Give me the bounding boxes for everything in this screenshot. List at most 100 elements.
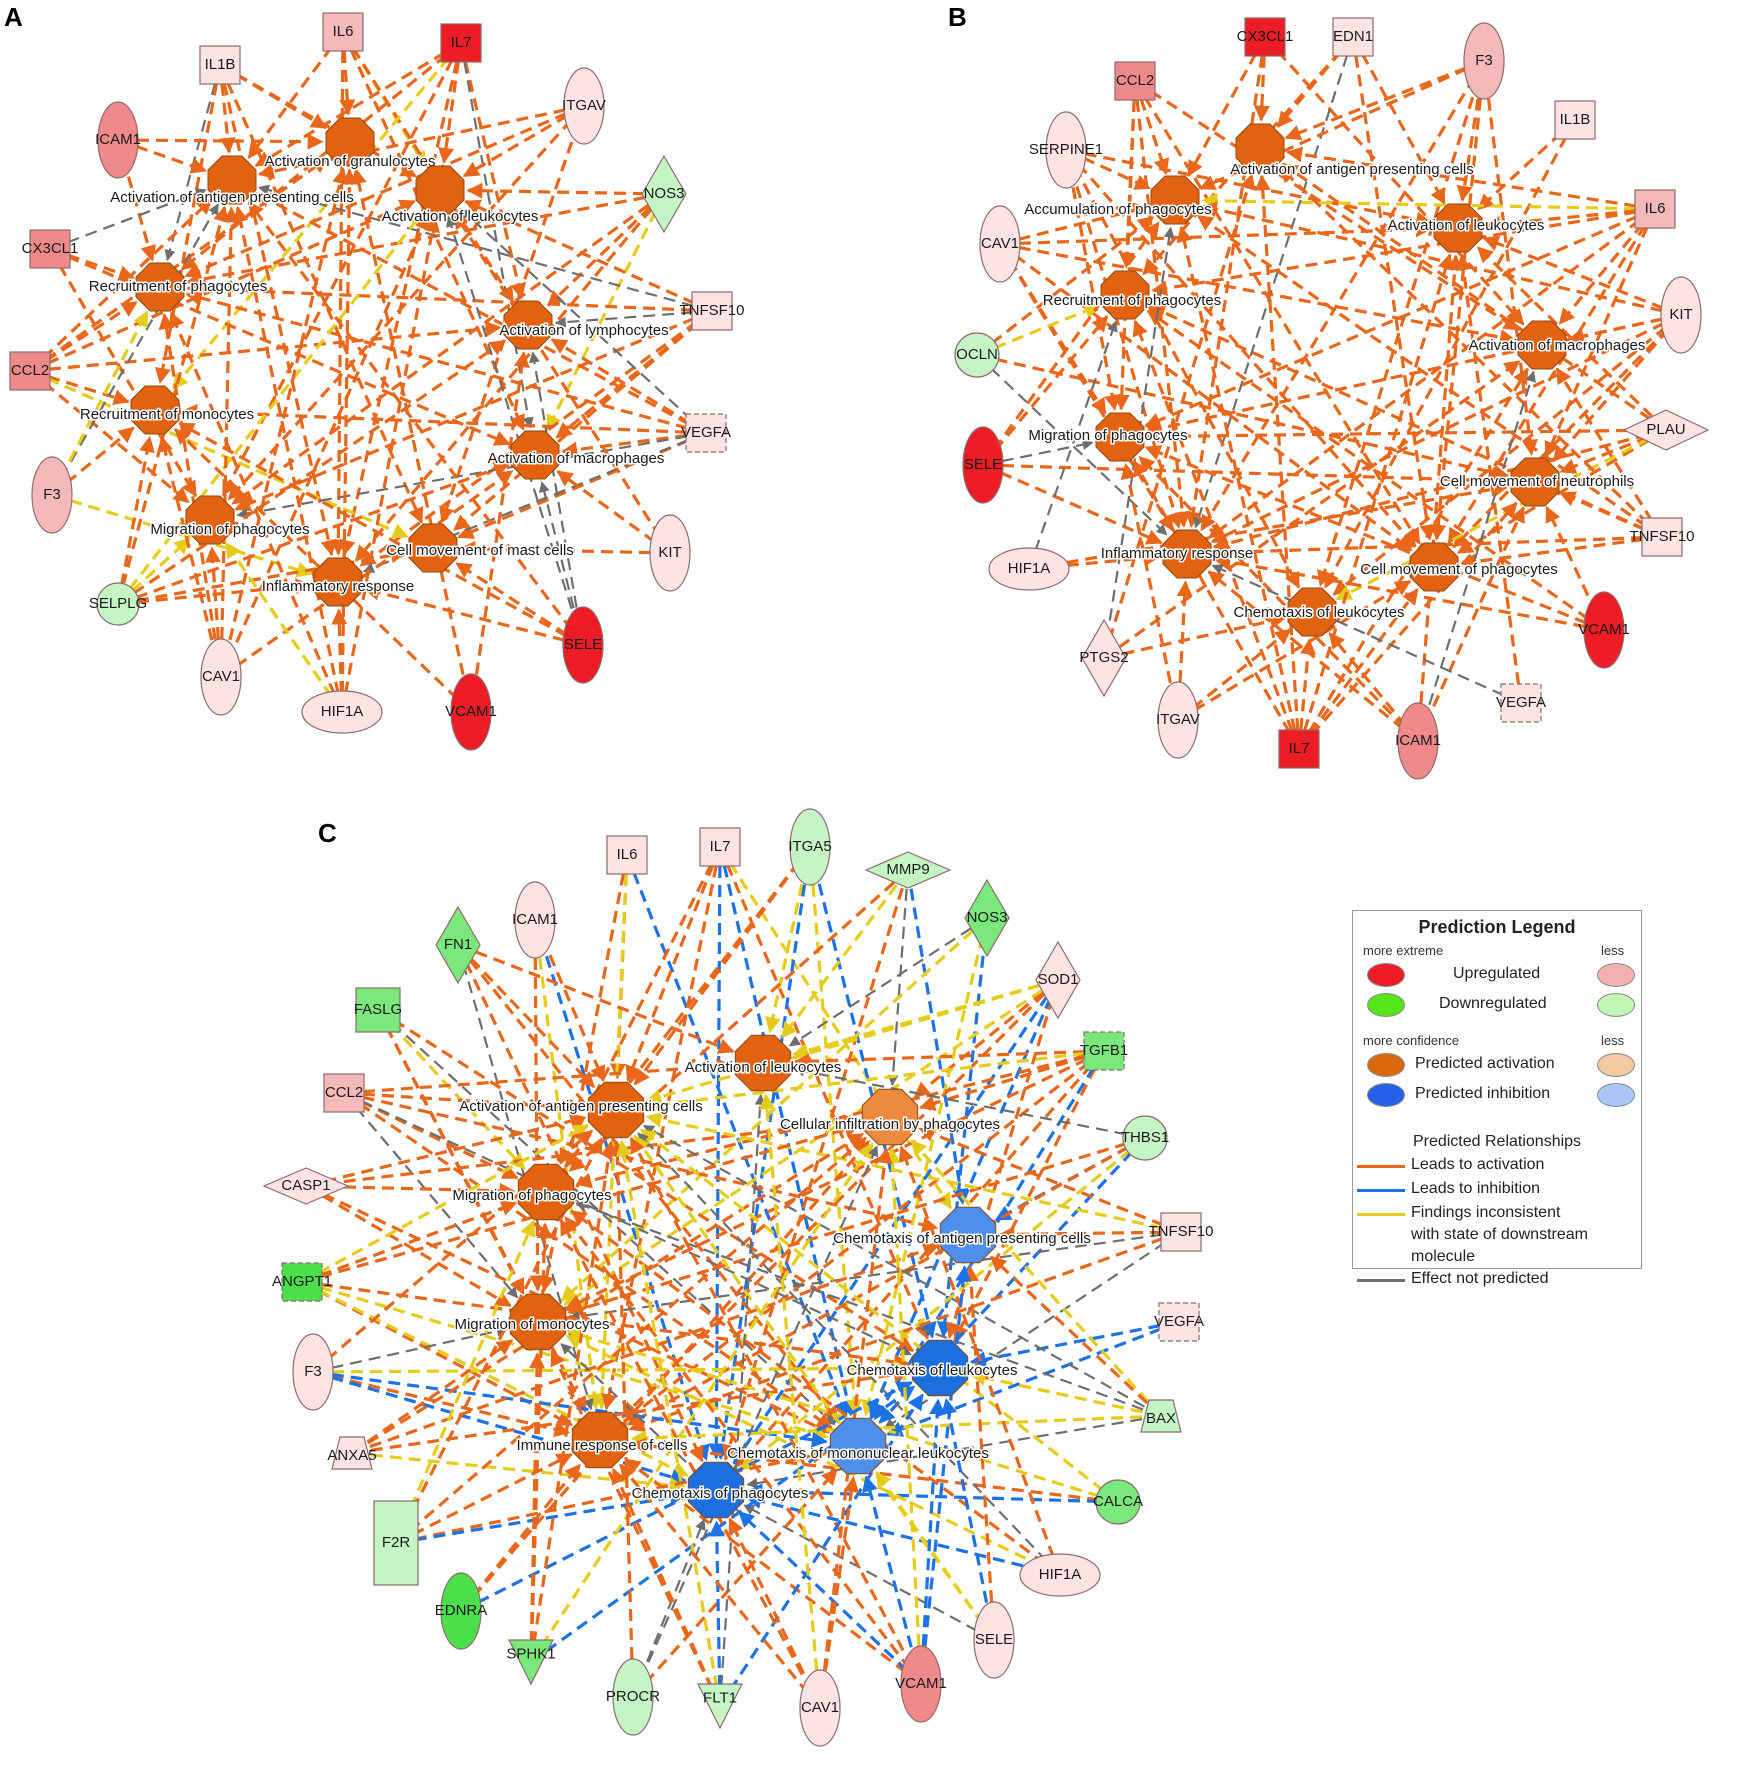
molecule-node-b-edn1[interactable]: EDN1 <box>1332 17 1374 57</box>
molecule-node-c-f2r[interactable]: F2R <box>373 1500 419 1586</box>
molecule-node-c-anxa5[interactable]: ANXA5 <box>327 1436 377 1470</box>
molecule-node-c-calca[interactable]: CALCA <box>1093 1479 1143 1525</box>
molecule-node-b-ptgs2[interactable]: PTGS2 <box>1079 618 1129 698</box>
function-node-b-macrophages[interactable]: Activation of macrophages <box>1467 320 1647 370</box>
molecule-node-a-itgav[interactable]: ITGAV <box>562 67 606 145</box>
molecule-node-b-kit[interactable]: KIT <box>1660 276 1702 354</box>
molecule-node-b-tnfsf10[interactable]: TNFSF10 <box>1629 517 1695 557</box>
edge-panel-c-43 <box>376 1008 526 1170</box>
function-node-c-chemo-leuk[interactable]: Chemotaxis of leukocytes <box>845 1339 1019 1397</box>
function-node-b-leukocytes[interactable]: Activation of leukocytes <box>1386 203 1546 253</box>
function-node-a-recruit-mono[interactable]: Recruitment of monocytes <box>78 385 256 435</box>
function-node-a-inflam[interactable]: Inflammatory response <box>260 557 416 607</box>
molecule-node-c-il7[interactable]: IL7 <box>699 827 741 867</box>
molecule-node-a-il6[interactable]: IL6 <box>322 12 364 52</box>
molecule-node-a-sele[interactable]: SELE <box>562 606 604 684</box>
molecule-node-a-icam1[interactable]: ICAM1 <box>95 101 141 179</box>
molecule-node-c-icam1[interactable]: ICAM1 <box>512 881 558 959</box>
molecule-node-c-nos3[interactable]: NOS3 <box>964 878 1010 958</box>
molecule-node-a-kit[interactable]: KIT <box>649 514 691 592</box>
molecule-node-b-il6[interactable]: IL6 <box>1634 189 1676 229</box>
molecule-node-b-itgav[interactable]: ITGAV <box>1156 681 1200 759</box>
molecule-node-c-sele[interactable]: SELE <box>973 1601 1015 1679</box>
molecule-node-a-selplg[interactable]: SELPLG <box>89 582 147 626</box>
function-node-c-immune[interactable]: Immune response of cells <box>515 1411 689 1469</box>
edge-panel-c-72 <box>305 1182 516 1199</box>
function-node-c-chemo-phag[interactable]: Chemotaxis of phagocytes <box>630 1461 810 1519</box>
molecule-node-a-nos3[interactable]: NOS3 <box>641 154 687 234</box>
molecule-node-c-sod1[interactable]: SOD1 <box>1035 940 1081 1020</box>
function-node-a-granulocytes[interactable]: Activation of granulocytes <box>263 117 437 171</box>
molecule-node-a-cx3cl1[interactable]: CX3CL1 <box>22 229 79 269</box>
molecule-node-b-serpine1[interactable]: SERPINE1 <box>1029 111 1103 189</box>
molecule-node-a-ccl2[interactable]: CCL2 <box>9 351 51 391</box>
molecule-node-c-tgfb1[interactable]: TGFB1 <box>1080 1031 1128 1071</box>
molecule-node-c-procr[interactable]: PROCR <box>606 1658 660 1736</box>
molecule-node-c-cav1[interactable]: CAV1 <box>799 1669 841 1747</box>
function-node-a-mast[interactable]: Cell movement of mast cells <box>385 523 575 573</box>
molecule-node-b-cav1[interactable]: CAV1 <box>979 205 1021 283</box>
molecule-node-c-casp1[interactable]: CASP1 <box>262 1167 350 1205</box>
molecule-node-b-vcam1[interactable]: VCAM1 <box>1578 591 1630 669</box>
edge-panel-c-145 <box>609 1140 635 1698</box>
molecule-node-c-vcam1[interactable]: VCAM1 <box>895 1645 947 1723</box>
function-node-b-neutro[interactable]: Cell movement of neutrophils <box>1438 457 1636 507</box>
function-node-c-migr-mono[interactable]: Migration of monocytes <box>453 1293 611 1351</box>
function-node-c-chemo-apc[interactable]: Chemotaxis of antigen presenting cells <box>832 1206 1092 1264</box>
molecule-node-a-vegfa[interactable]: VEGFA <box>681 413 731 453</box>
function-node-c-leukocytes[interactable]: Activation of leukocytes <box>683 1034 843 1092</box>
molecule-node-b-f3[interactable]: F3 <box>1463 22 1505 100</box>
function-node-b-move-phag[interactable]: Cell movement of phagocytes <box>1359 542 1559 592</box>
function-node-a-recruit-phag[interactable]: Recruitment of phagocytes <box>87 262 269 312</box>
molecule-node-a-il7[interactable]: IL7 <box>440 23 482 63</box>
molecule-node-b-vegfa[interactable]: VEGFA <box>1496 683 1546 723</box>
molecule-node-c-vegfa[interactable]: VEGFA <box>1154 1302 1204 1342</box>
function-node-b-recruit-phag[interactable]: Recruitment of phagocytes <box>1041 270 1223 320</box>
molecule-node-b-ocln[interactable]: OCLN <box>954 332 1000 378</box>
function-node-a-leukocytes[interactable]: Activation of leukocytes <box>380 165 540 226</box>
molecule-node-c-angpt1[interactable]: ANGPT1 <box>272 1262 332 1302</box>
molecule-node-b-ccl2[interactable]: CCL2 <box>1114 61 1156 101</box>
function-node-b-apc[interactable]: Activation of antigen presenting cells <box>1229 123 1475 179</box>
molecule-node-c-ccl2[interactable]: CCL2 <box>323 1073 365 1113</box>
molecule-node-b-hif1a[interactable]: HIF1A <box>988 547 1070 591</box>
molecule-node-a-hif1a[interactable]: HIF1A <box>301 690 383 734</box>
function-node-a-lymphocytes[interactable]: Activation of lymphocytes <box>498 300 670 350</box>
molecule-node-c-sphk1[interactable]: SPHK1 <box>506 1639 556 1686</box>
molecule-node-a-f3[interactable]: F3 <box>31 456 73 534</box>
function-node-c-infiltr[interactable]: Cellular infiltration by phagocytes <box>778 1088 1002 1146</box>
function-node-c-chemo-mono[interactable]: Chemotaxis of mononuclear leukocytes <box>726 1417 990 1475</box>
molecule-node-b-plau[interactable]: PLAU <box>1622 409 1710 451</box>
molecule-node-b-icam1[interactable]: ICAM1 <box>1395 702 1441 780</box>
function-node-b-chemo-leuk[interactable]: Chemotaxis of leukocytes <box>1232 587 1406 637</box>
function-node-b-migr-phag[interactable]: Migration of phagocytes <box>1027 412 1189 462</box>
function-node-a-macrophages[interactable]: Activation of macrophages <box>486 430 666 480</box>
function-node-c-migr-phag[interactable]: Migration of phagocytes <box>451 1163 613 1221</box>
function-node-b-accum[interactable]: Accumulation of phagocytes <box>1023 175 1213 225</box>
molecule-node-a-il1b[interactable]: IL1B <box>199 45 241 85</box>
molecule-node-c-il6[interactable]: IL6 <box>606 835 648 875</box>
molecule-node-c-fn1[interactable]: FN1 <box>435 905 481 985</box>
molecule-node-c-faslg[interactable]: FASLG <box>354 987 402 1033</box>
molecule-node-c-ednra[interactable]: EDNRA <box>435 1572 488 1650</box>
molecule-node-b-il7[interactable]: IL7 <box>1278 729 1320 769</box>
molecule-node-a-vcam1[interactable]: VCAM1 <box>445 673 497 751</box>
molecule-node-c-tnfsf10[interactable]: TNFSF10 <box>1148 1212 1214 1252</box>
molecule-node-c-flt1[interactable]: FLT1 <box>697 1683 743 1730</box>
molecule-node-a-cav1[interactable]: CAV1 <box>200 638 242 716</box>
molecule-node-b-cx3cl1[interactable]: CX3CL1 <box>1237 17 1294 57</box>
molecule-node-c-bax[interactable]: BAX <box>1140 1399 1182 1433</box>
molecule-node-c-hif1a[interactable]: HIF1A <box>1019 1553 1101 1597</box>
molecule-node-c-mmp9[interactable]: MMP9 <box>864 851 952 889</box>
function-node-a-migr-phag[interactable]: Migration of phagocytes <box>149 495 311 545</box>
function-node-a-apc[interactable]: Activation of antigen presenting cells <box>109 155 355 207</box>
function-node-c-apc[interactable]: Activation of antigen presenting cells <box>458 1081 704 1139</box>
function-node-b-inflam[interactable]: Inflammatory response <box>1099 529 1255 579</box>
molecule-node-c-thbs1[interactable]: THBS1 <box>1121 1115 1169 1161</box>
molecule-node-a-tnfsf10[interactable]: TNFSF10 <box>679 291 745 331</box>
molecule-node-c-itga5[interactable]: ITGA5 <box>788 808 832 886</box>
molecule-node-c-f3[interactable]: F3 <box>292 1333 334 1411</box>
molecule-node-b-il1b[interactable]: IL1B <box>1554 100 1596 140</box>
molecule-node-b-sele[interactable]: SELE <box>962 426 1004 504</box>
function-label: Cell movement of mast cells <box>386 542 574 559</box>
